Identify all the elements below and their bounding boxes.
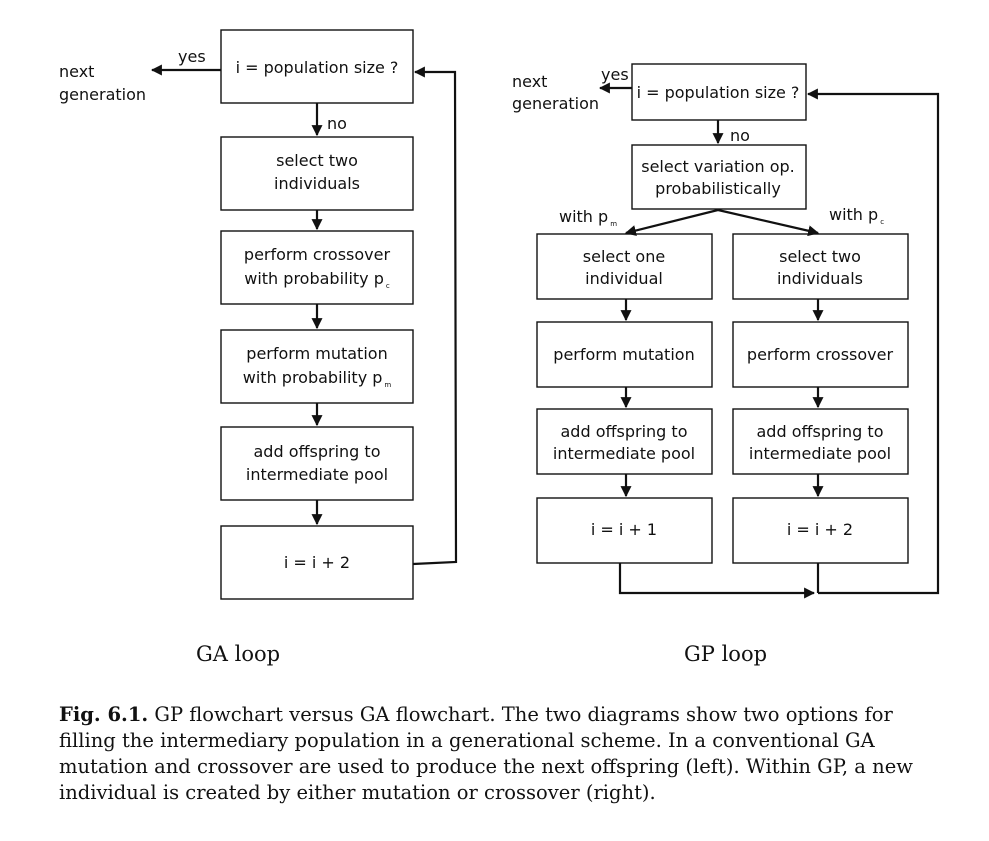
gp-right-operation-text: perform crossover xyxy=(747,345,894,364)
figure-caption: Fig. 6.1. GP flowchart versus GA flowcha… xyxy=(59,702,939,806)
ga-mutation-main: with probability p xyxy=(243,368,383,387)
gp-right-add-text-1: add offspring to xyxy=(757,422,884,441)
gp-right-add-box xyxy=(732,408,909,475)
gp-next-generation-2: generation xyxy=(512,94,599,113)
gp-right-add-text-2: intermediate pool xyxy=(749,444,891,463)
ga-crossover-text-1: perform crossover xyxy=(244,245,391,264)
gp-check-text: i = population size ? xyxy=(637,83,800,102)
gp-left-select-box xyxy=(536,233,713,300)
ga-loop-arrow xyxy=(412,66,458,566)
gp-right-operation-box xyxy=(732,321,909,388)
gp-with-pc-main: with p xyxy=(829,205,878,224)
gp-arrow-branch-right xyxy=(717,208,820,237)
ga-mutation-subscript: m xyxy=(384,381,391,389)
gp-with-pm-subscript: m xyxy=(610,220,617,228)
gp-left-operation-box xyxy=(536,321,713,388)
ga-select-text-2: individuals xyxy=(274,174,360,193)
ga-next-generation-2: generation xyxy=(59,85,146,104)
gp-loop-label: GP loop xyxy=(684,642,767,666)
ga-next-generation-1: next xyxy=(59,62,94,81)
ga-select-box xyxy=(220,136,414,211)
gp-right-select-box xyxy=(732,233,909,300)
gp-right-increment-text: i = i + 2 xyxy=(787,520,853,539)
gp-select-op-box xyxy=(631,144,807,210)
ga-add-box xyxy=(220,426,414,501)
gp-no-label: no xyxy=(730,126,750,145)
gp-left-increment-box xyxy=(536,497,713,564)
ga-mutation-box xyxy=(220,329,414,404)
figure-caption-text: GP flowchart versus GA flowchart. The tw… xyxy=(59,703,913,804)
ga-increment-text: i = i + 2 xyxy=(284,553,350,572)
gp-left-operation-text: perform mutation xyxy=(553,345,694,364)
ga-loop-label: GA loop xyxy=(196,642,280,666)
gp-left-add-text-1: add offspring to xyxy=(561,422,688,441)
gp-right-select-text-1: select two xyxy=(779,247,861,266)
gp-right-increment-box xyxy=(732,497,909,564)
gp-select-op-text-1: select variation op. xyxy=(641,157,795,176)
gp-with-pm-main: with p xyxy=(559,207,608,226)
ga-add-text-1: add offspring to xyxy=(254,442,381,461)
gp-with-pc-subscript: c xyxy=(880,218,884,226)
ga-select-text-1: select two xyxy=(276,151,358,170)
ga-yes-label: yes xyxy=(178,47,206,66)
gp-left-add-box xyxy=(536,408,713,475)
ga-check-box xyxy=(220,29,414,104)
gp-flowchart: i = population size ? select variation o… xyxy=(512,63,940,666)
ga-no-label: no xyxy=(327,114,347,133)
ga-crossover-main: with probability p xyxy=(244,269,384,288)
gp-left-add-text-2: intermediate pool xyxy=(553,444,695,463)
gp-yes-label: yes xyxy=(601,65,629,84)
gp-left-select-text-1: select one xyxy=(583,247,665,266)
ga-check-text: i = population size ? xyxy=(236,58,399,77)
gp-left-increment-text: i = i + 1 xyxy=(591,520,657,539)
gp-loop-arrow xyxy=(806,88,940,595)
ga-mutation-text-1: perform mutation xyxy=(246,344,387,363)
figure-caption-label: Fig. 6.1. xyxy=(59,703,149,726)
ga-crossover-subscript: c xyxy=(386,282,390,290)
gp-select-op-text-2: probabilistically xyxy=(655,179,781,198)
gp-next-generation-1: next xyxy=(512,72,547,91)
ga-add-text-2: intermediate pool xyxy=(246,465,388,484)
ga-flowchart: i = population size ? select two individ… xyxy=(59,29,458,666)
gp-right-select-text-2: individuals xyxy=(777,269,863,288)
gp-arrow-branch-left xyxy=(624,208,719,236)
ga-increment-box xyxy=(220,525,414,600)
gp-left-select-text-2: individual xyxy=(585,269,663,288)
ga-crossover-box xyxy=(220,230,414,305)
gp-merge-line xyxy=(618,563,816,599)
